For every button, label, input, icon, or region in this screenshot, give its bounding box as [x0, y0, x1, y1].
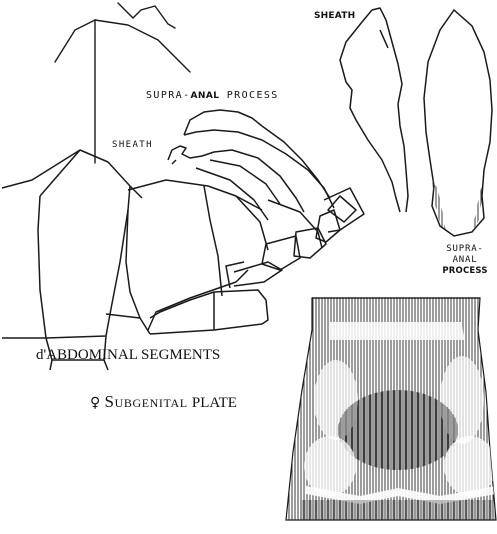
supra-anal-process-dorsal — [424, 10, 492, 236]
plate-word: PLATE — [192, 395, 237, 411]
supra-anal-label-prefix: SUPRA- — [146, 90, 191, 101]
subgenital-plate-drawing — [286, 298, 496, 520]
terminal-appendages — [226, 188, 364, 288]
sheath-dorsal-view — [340, 8, 408, 212]
supra-anal-label-suffix: PROCESS — [227, 90, 279, 101]
head-outline — [55, 3, 190, 163]
supra-anal-process-label-side: SUPRA-ANAL PROCESS — [146, 90, 279, 101]
subgenital-word: Subgenital — [105, 392, 188, 411]
supra-anal-dorsal-line-2: ANAL — [441, 255, 489, 266]
sheath-label-side: SHEATH — [112, 140, 153, 150]
supra-anal-dorsal-line-3: PROCESS — [441, 266, 489, 277]
supra-anal-process-label-dorsal: SUPRA- ANAL PROCESS — [441, 244, 489, 277]
supra-anal-dorsal-line-1: SUPRA- — [441, 244, 489, 255]
subgenital-plate-caption: ♀ Subgenital PLATE — [90, 392, 237, 412]
female-symbol: ♀ — [90, 395, 100, 411]
abdominal-segments-caption: d'ABDOMINAL SEGMENTS — [36, 347, 220, 364]
abdominal-segments-side-view — [2, 150, 268, 370]
sheath-label-top: SHEATH — [314, 11, 355, 21]
supra-anal-label-mid: ANAL — [191, 91, 220, 101]
